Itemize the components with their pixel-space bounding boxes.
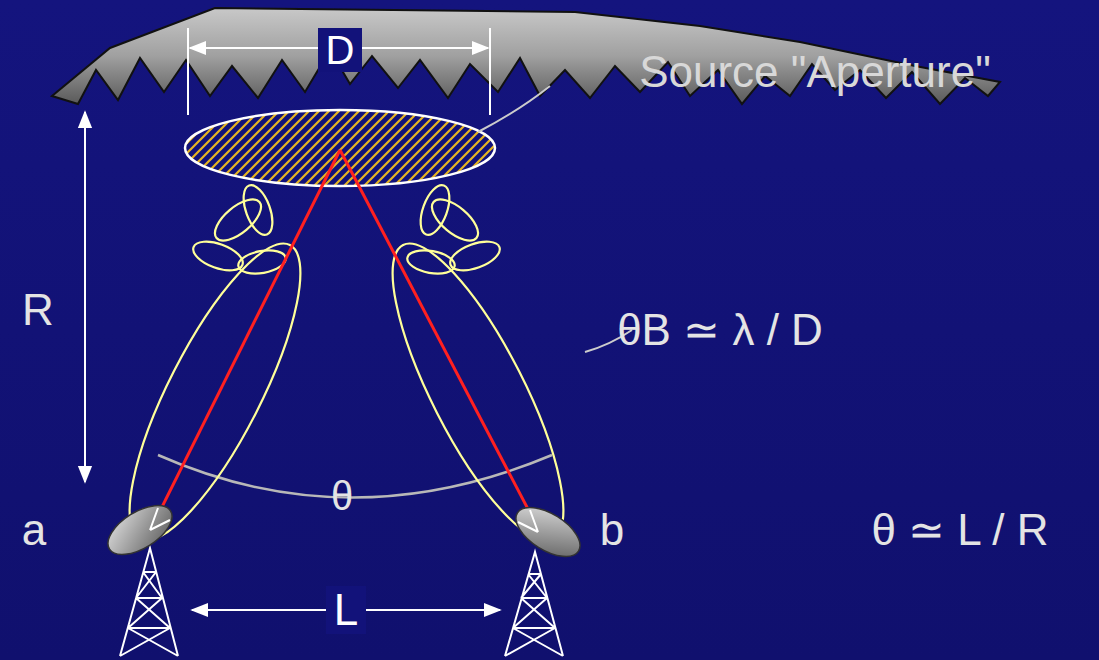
dimension-label: D <box>318 28 363 72</box>
antenna-tower <box>120 548 178 656</box>
antenna-label: a <box>22 508 46 552</box>
dimension-label: L <box>326 586 366 634</box>
dish-antenna <box>508 498 588 567</box>
source-aperture <box>185 110 495 186</box>
angle-formula: θ ≃ L / R <box>871 508 1048 552</box>
angle-label: θ <box>331 476 353 516</box>
ray <box>152 150 540 532</box>
leader-line <box>478 86 550 132</box>
antenna-label: b <box>600 508 624 552</box>
aperture-label: Source "Aperture" <box>639 50 991 94</box>
terrain <box>52 8 1000 104</box>
beam-pattern <box>362 181 594 559</box>
dish-antenna <box>100 496 180 565</box>
angle-arc <box>158 455 552 498</box>
antenna-tower <box>505 552 563 656</box>
beamwidth-formula: θB ≃ λ / D <box>617 308 823 352</box>
d-dimension <box>188 28 490 115</box>
dimension-label: R <box>22 288 54 332</box>
source-aperture <box>185 110 495 186</box>
r-dimension <box>84 112 86 482</box>
